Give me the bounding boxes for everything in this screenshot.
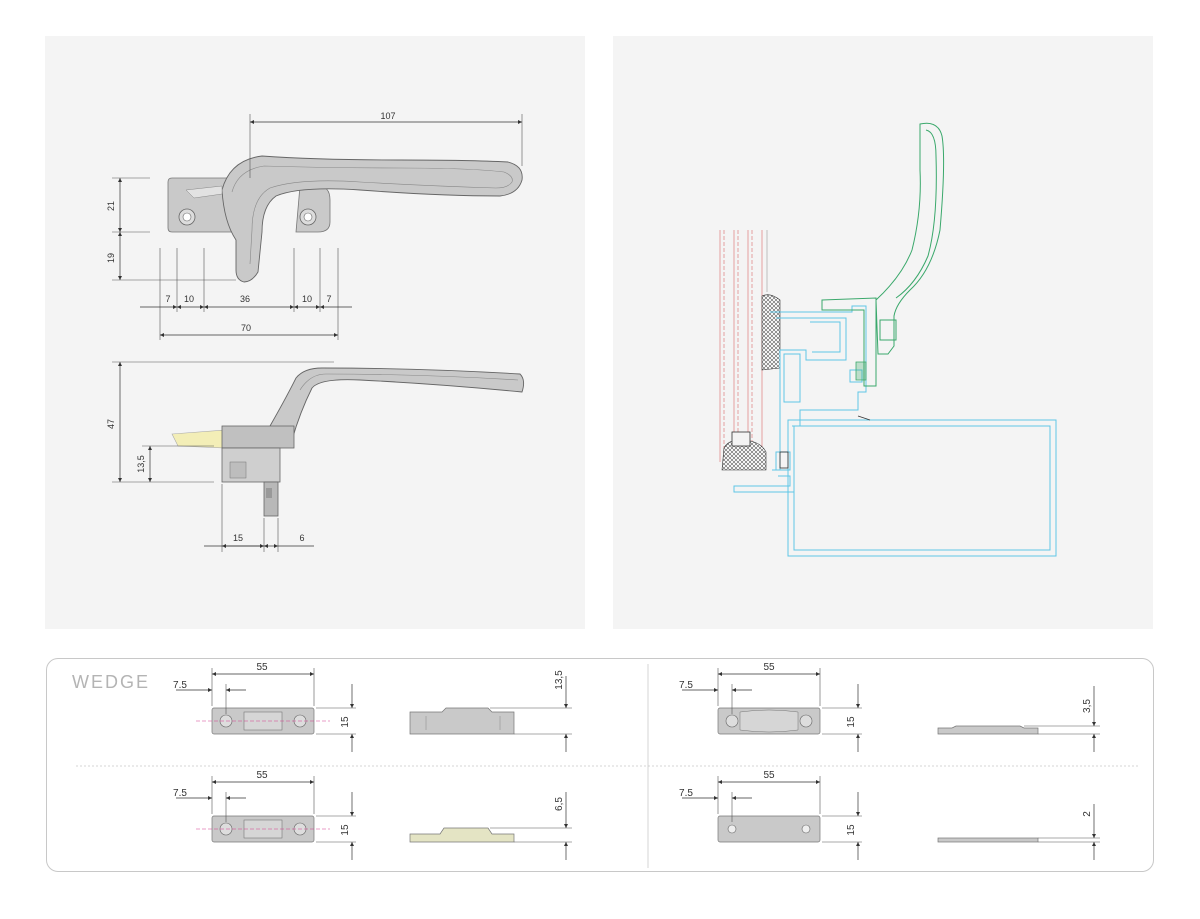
dim-offset-left-b: 10 xyxy=(184,294,194,304)
dim-length: 107 xyxy=(380,111,395,121)
wedge-thickness-4: 2 xyxy=(1082,811,1093,817)
wedge-thickness-1: 13,5 xyxy=(554,670,565,690)
handle-drawing-panel xyxy=(45,36,585,629)
wedge-length-1: 55 xyxy=(256,662,268,673)
dim-height-upper: 21 xyxy=(106,201,116,211)
wedge-width-4: 15 xyxy=(846,824,857,836)
wedge-length-2: 55 xyxy=(763,662,775,673)
wedge-hole-offset-2: 7.5 xyxy=(679,680,693,691)
dim-height: 47 xyxy=(106,419,116,429)
dim-height-lower: 19 xyxy=(106,253,116,263)
wedge-width-2: 15 xyxy=(846,716,857,728)
section-drawing-panel xyxy=(613,36,1153,629)
glazing-gasket-top xyxy=(761,294,781,371)
wedge-hole-offset-1: 7.5 xyxy=(173,680,187,691)
wedge-item-4: 55 7.5 15 2 xyxy=(679,770,1100,860)
dim-offset-right-a: 7 xyxy=(326,294,331,304)
dim-offset-right-b: 10 xyxy=(302,294,312,304)
section-handle xyxy=(821,122,945,387)
dim-base-width: 15 xyxy=(233,533,243,543)
wedge-hole-offset-4: 7.5 xyxy=(679,788,693,799)
wedge-drawings: 55 7.5 15 13,5 xyxy=(76,662,1140,868)
dim-base-height: 13,5 xyxy=(136,455,146,473)
handle-lever-top xyxy=(221,155,523,283)
wedge-item-1: 55 7.5 15 13,5 xyxy=(173,662,572,752)
dim-center: 36 xyxy=(240,294,250,304)
dim-offset-left-a: 7 xyxy=(165,294,170,304)
dim-spindle: 6 xyxy=(299,533,304,543)
window-section xyxy=(719,122,1057,557)
handle-top-view: 107 21 19 7 10 36 10 7 70 xyxy=(106,111,523,340)
handle-lever-side xyxy=(269,367,525,441)
wedge-thickness-3: 6,5 xyxy=(554,797,565,811)
wedge-hole-offset-3: 7.5 xyxy=(173,788,187,799)
wedge-item-3: 55 7.5 15 6,5 xyxy=(173,770,572,860)
wedge-width-1: 15 xyxy=(340,716,351,728)
wedge-title: WEDGE xyxy=(72,672,151,692)
wedge-length-4: 55 xyxy=(763,770,775,781)
wedge-width-3: 15 xyxy=(340,824,351,836)
dim-total: 70 xyxy=(241,323,251,333)
handle-base-side xyxy=(221,425,295,449)
handle-side-view: 47 13,5 15 6 xyxy=(106,361,525,552)
wedge-length-3: 55 xyxy=(256,770,268,781)
wedge-thickness-2: 3,5 xyxy=(1082,699,1093,713)
glass-pane xyxy=(719,230,763,462)
wedge-item-2: 55 7.5 15 3,5 xyxy=(679,662,1100,752)
